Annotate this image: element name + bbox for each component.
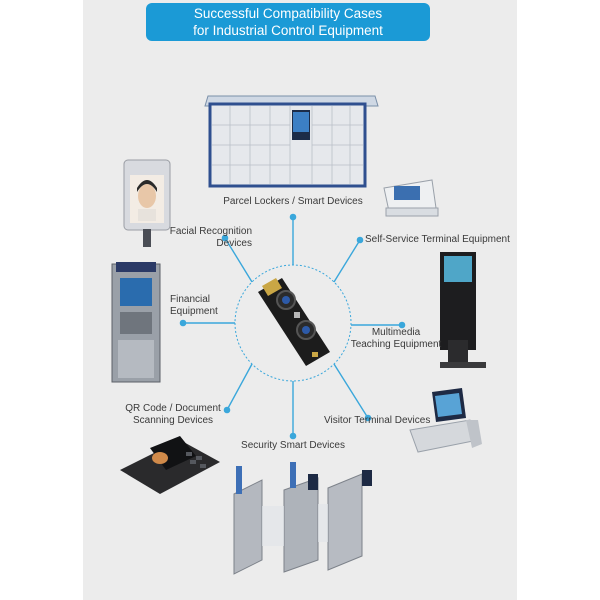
case-label-multimedia-line-1: Multimedia <box>371 327 421 338</box>
parcel-locker-image <box>204 95 379 188</box>
title-line-1: Successful Compatibility Cases <box>193 6 383 21</box>
case-label-multimedia-line-2: Teaching Equipment <box>350 339 442 350</box>
qr-scanning-device-image <box>120 436 220 494</box>
case-label-facial-line-1: Facial Recognition <box>169 226 252 237</box>
security-turnstile-image <box>233 462 372 575</box>
case-label-parcel-lockers: Parcel Lockers / Smart Devices <box>223 196 363 207</box>
case-label-qr-line-1: QR Code / Document <box>125 403 221 414</box>
atm-image <box>111 262 161 383</box>
connectors <box>179 213 406 440</box>
case-label-facial-line-2: Devices <box>216 238 252 249</box>
case-label-visitor-terminal: Visitor Terminal Devices <box>324 415 431 426</box>
case-label-self-service-terminal: Self-Service Terminal Equipment <box>365 234 510 245</box>
title-banner: Successful Compatibility Cases for Indus… <box>146 3 430 41</box>
title-line-2: for Industrial Control Equipment <box>193 23 383 38</box>
visitor-terminal-image <box>409 388 482 453</box>
camera-module-image <box>258 278 330 366</box>
case-label-financial-line-1: Financial <box>170 294 211 305</box>
case-label-financial-line-2: Equipment <box>170 306 218 317</box>
case-label-qr-line-2: Scanning Devices <box>132 415 214 426</box>
case-label-security-smart-devices: Security Smart Devices <box>241 440 345 451</box>
case-label-qr-document-scanning: QR Code / Document Scanning Devices <box>112 403 234 427</box>
facial-recognition-device-image <box>123 159 171 247</box>
case-label-facial-recognition: Facial Recognition Devices <box>150 226 252 250</box>
self-service-terminal-image <box>383 179 439 217</box>
case-label-multimedia-teaching: Multimedia Teaching Equipment <box>336 327 456 351</box>
multimedia-kiosk-image <box>440 252 486 368</box>
case-label-financial-equipment: Financial Equipment <box>170 294 218 318</box>
